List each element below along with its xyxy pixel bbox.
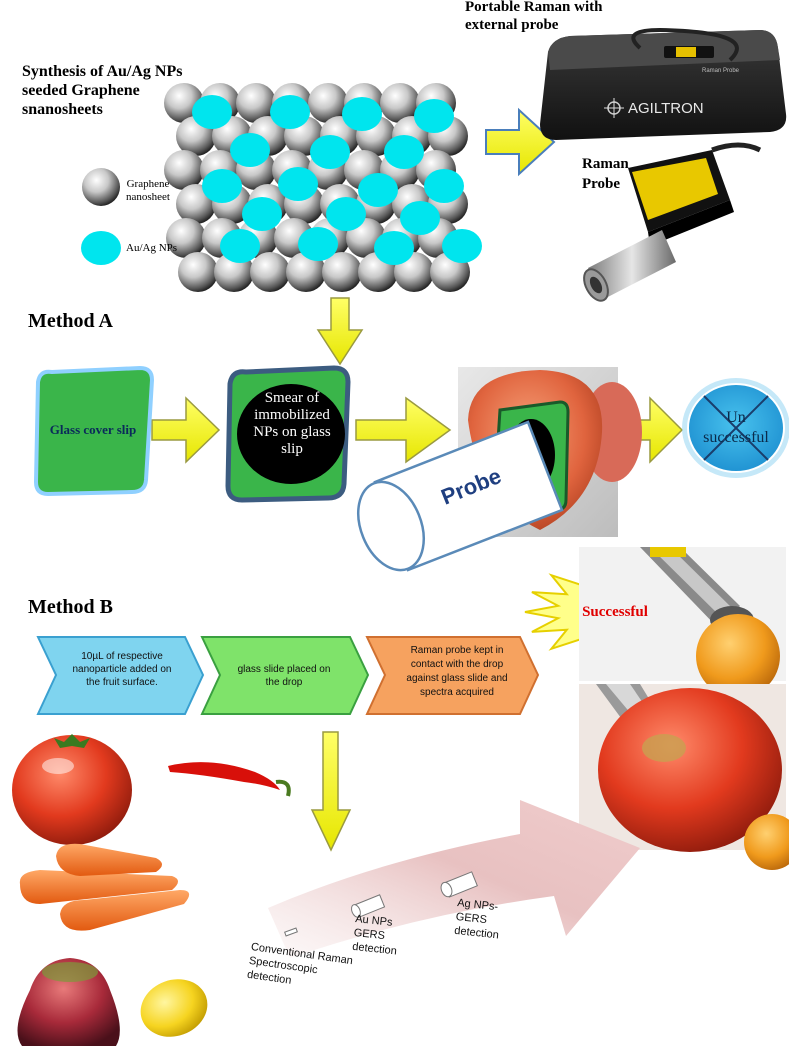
graphene-sphere [380, 83, 420, 123]
step2-line: the drop [265, 677, 303, 688]
synthesis-title-line: snanosheets [22, 101, 103, 118]
np-dot [442, 229, 482, 263]
np-dot [310, 135, 350, 169]
np-dot [374, 231, 414, 265]
step1-line: nanoparticle added on [72, 664, 172, 675]
device-brand: AGILTRON [628, 100, 704, 117]
step3-line: against glass slide and [406, 673, 508, 684]
ag-cylinder [440, 871, 478, 898]
raman-probe-line: Raman [582, 156, 629, 172]
arrow-a2 [355, 396, 452, 464]
raman-device [540, 27, 787, 140]
raman-probe-photo [575, 140, 783, 308]
method-b-step1-text: 10µL of respective nanoparticle added on… [58, 650, 186, 689]
np-dot [202, 169, 242, 203]
method-b-title: Method B [28, 596, 113, 618]
np-dot [298, 227, 338, 261]
arrow-a1 [151, 396, 221, 464]
method-a-title: Method A [28, 310, 113, 332]
synthesis-title: Synthesis of Au/Ag NPs seeded Graphene s… [22, 62, 182, 119]
np-dot [278, 167, 318, 201]
legend-graphene-line: Graphene [126, 178, 170, 190]
unsuccessful-result [682, 378, 789, 478]
successful-label: Successful [582, 604, 648, 620]
arrow-down-method-b [310, 731, 352, 852]
chili-image [168, 762, 291, 797]
arrow-down-to-method-a [316, 297, 364, 366]
graphene-sphere [250, 252, 290, 292]
np-dot [242, 197, 282, 231]
graphene-sphere [166, 218, 206, 258]
portable-raman-line: Portable Raman with [465, 0, 603, 15]
glass-cover-slip-label: Glass cover slip [49, 422, 137, 437]
np-dot [326, 197, 366, 231]
smear-label-line: NPs on glass [253, 424, 331, 440]
probe-tomato-photo [579, 684, 789, 870]
legend-graphene-line: nanosheet [126, 191, 170, 203]
glass-cover-slip [33, 365, 155, 497]
raman-probe-title: Raman Probe [582, 154, 629, 194]
step1-line: the fruit surface. [86, 677, 158, 688]
method-b-step2-text: glass slide placed on the drop [224, 663, 344, 689]
np-dot [400, 201, 440, 235]
unsuccessful-label: Un successful [690, 408, 782, 448]
np-dot [192, 95, 232, 129]
rose-apple-image [17, 958, 120, 1046]
np-dot [220, 229, 260, 263]
graphene-lattice [164, 83, 482, 292]
probe-cylinder [357, 420, 564, 572]
lemon-image [140, 979, 208, 1037]
conv-marker [284, 927, 298, 937]
au-cylinder [351, 894, 386, 919]
method-b-step3-text: Raman probe kept in contact with the dro… [390, 644, 524, 700]
graphene-sphere [178, 252, 218, 292]
legend-nps-label: Au/Ag NPs [126, 242, 178, 254]
raman-probe-line: Probe [582, 176, 621, 192]
legend-graphene-label: Graphene nanosheet [126, 178, 170, 204]
synthesis-title-line: seeded Graphene [22, 82, 140, 99]
np-dot [414, 99, 454, 133]
device-probe-small: Raman Probe [702, 68, 740, 74]
step1-line: 10µL of respective [81, 651, 163, 662]
np-dot [358, 173, 398, 207]
step3-line: Raman probe kept in [410, 645, 504, 656]
smear-label: Smear of immobilized NPs on glass slip [240, 390, 344, 458]
graphene-sphere [286, 252, 326, 292]
legend-graphene-sphere [82, 168, 120, 206]
legend-nps-dot [81, 231, 121, 265]
chevron-step2 [200, 636, 370, 715]
tomato-image [12, 734, 132, 845]
smear-label-line: slip [281, 441, 303, 457]
unsuccessful-line: successful [703, 429, 769, 446]
synthesis-title-line: Synthesis of Au/Ag NPs [22, 63, 183, 80]
smear-label-line: Smear of [264, 390, 320, 406]
chevron-step1 [36, 636, 205, 715]
portable-raman-title: Portable Raman with external probe [465, 0, 603, 34]
graphene-sphere [236, 83, 276, 123]
arrow-to-raman [485, 107, 556, 177]
unsuccessful-line: Un [726, 409, 746, 426]
portable-raman-line: external probe [465, 17, 559, 33]
step3-line: spectra acquired [420, 687, 494, 698]
np-dot [424, 169, 464, 203]
chevron-step3 [365, 636, 540, 715]
ag-detection-label: Ag NPs- GERS detection [454, 896, 503, 942]
np-dot [384, 135, 424, 169]
graphene-sphere [164, 150, 204, 190]
smear-label-line: immobilized [254, 407, 330, 423]
carrots-image [19, 843, 190, 931]
graphene-sphere [308, 83, 348, 123]
smear-slip [225, 365, 351, 503]
au-detection-label: Au NPs GERS detection [352, 912, 401, 958]
probe-orange-photo [579, 547, 786, 698]
np-dot [342, 97, 382, 131]
graphene-sphere [322, 252, 362, 292]
np-dot [230, 133, 270, 167]
np-dot [270, 95, 310, 129]
step2-line: glass slide placed on [237, 664, 331, 675]
step3-line: contact with the drop [410, 659, 504, 670]
